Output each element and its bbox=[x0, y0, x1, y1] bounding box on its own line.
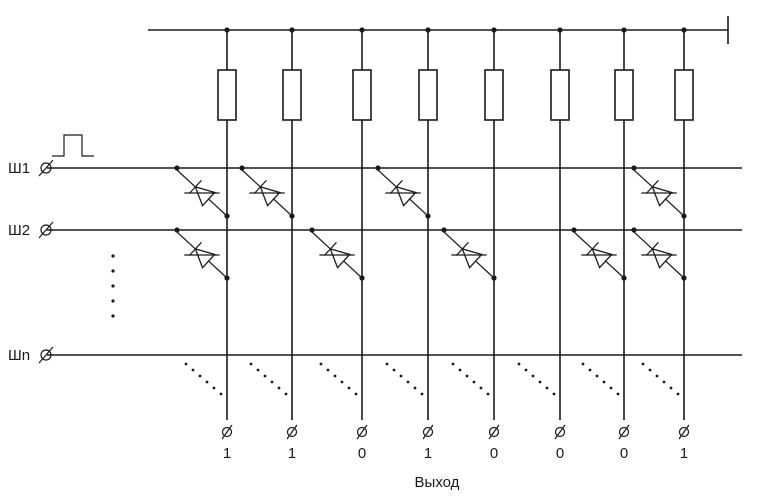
diode-triangle-icon bbox=[591, 247, 613, 269]
diode-triangle-icon bbox=[329, 247, 351, 269]
resistor bbox=[352, 69, 372, 121]
bus-junction bbox=[571, 227, 577, 233]
output-terminal-icon bbox=[221, 426, 233, 438]
column-ellipsis bbox=[249, 362, 288, 396]
address-buses bbox=[38, 159, 742, 364]
column-ellipsis bbox=[184, 362, 223, 396]
column-ellipsis bbox=[385, 362, 424, 396]
bus-junction bbox=[631, 227, 637, 233]
diode-bar bbox=[645, 241, 659, 256]
output-value: 0 bbox=[358, 445, 366, 462]
output-columns bbox=[217, 27, 694, 440]
output-terminal-icon bbox=[554, 426, 566, 438]
column-ellipsis bbox=[517, 362, 556, 396]
output-value: 1 bbox=[680, 445, 688, 462]
output-terminal-slash bbox=[422, 424, 434, 440]
bus-label-1: Ш1 bbox=[8, 160, 30, 177]
diode bbox=[239, 165, 295, 219]
diode-triangle-icon bbox=[259, 185, 281, 207]
resistor bbox=[282, 69, 302, 121]
output-terminal-icon bbox=[488, 426, 500, 438]
output-terminal-icon bbox=[422, 426, 434, 438]
pulse-icon bbox=[52, 134, 94, 157]
resistor bbox=[674, 69, 694, 121]
diode bbox=[174, 165, 230, 219]
output-values: 1 1 0 1 0 0 0 1 bbox=[223, 445, 688, 462]
bus-terminal-icon bbox=[38, 346, 54, 364]
output-column bbox=[550, 27, 570, 440]
output-value: 1 bbox=[223, 445, 231, 462]
column-ellipses bbox=[184, 362, 680, 396]
output-value: 0 bbox=[490, 445, 498, 462]
output-value: 1 bbox=[288, 445, 296, 462]
resistor bbox=[614, 69, 634, 121]
diode bbox=[375, 165, 431, 219]
diode bbox=[631, 227, 687, 281]
output-terminal-slash bbox=[554, 424, 566, 440]
output-terminal-icon bbox=[286, 426, 298, 438]
resistor bbox=[550, 69, 570, 121]
diode-triangle-icon bbox=[194, 185, 216, 207]
diode-matrix bbox=[174, 165, 687, 281]
output-terminal-slash bbox=[678, 424, 690, 440]
bus-junction bbox=[441, 227, 447, 233]
bus-label-2: Ш2 bbox=[8, 222, 30, 239]
diode bbox=[174, 227, 230, 281]
output-column bbox=[282, 27, 302, 440]
bus-junction bbox=[174, 165, 180, 171]
diode-triangle-icon bbox=[651, 247, 673, 269]
diode bbox=[631, 165, 687, 219]
bus-junction bbox=[239, 165, 245, 171]
column-ellipsis bbox=[319, 362, 358, 396]
output-column bbox=[217, 27, 237, 440]
output-column bbox=[614, 27, 634, 440]
diode bbox=[571, 227, 627, 281]
output-terminal-icon bbox=[678, 426, 690, 438]
output-value: 0 bbox=[620, 445, 628, 462]
resistor bbox=[484, 69, 504, 121]
output-terminal-icon bbox=[356, 426, 368, 438]
resistor bbox=[217, 69, 237, 121]
diode-bar bbox=[253, 179, 267, 194]
column-ellipsis bbox=[451, 362, 490, 396]
output-terminal-slash bbox=[488, 424, 500, 440]
bus-junction bbox=[309, 227, 315, 233]
diode-triangle-icon bbox=[651, 185, 673, 207]
column-ellipsis bbox=[581, 362, 620, 396]
bus-junction bbox=[174, 227, 180, 233]
diode-triangle-icon bbox=[461, 247, 483, 269]
output-value: 0 bbox=[556, 445, 564, 462]
bus-terminal-icon bbox=[38, 159, 54, 177]
diode-bar bbox=[585, 241, 599, 256]
output-value: 1 bbox=[424, 445, 432, 462]
bus-terminal-icon bbox=[38, 221, 54, 239]
output-label: Выход bbox=[415, 474, 460, 491]
column-ellipsis bbox=[641, 362, 680, 396]
diode-triangle-icon bbox=[194, 247, 216, 269]
diode bbox=[441, 227, 497, 281]
diode bbox=[309, 227, 365, 281]
diode-bar bbox=[389, 179, 403, 194]
diode-triangle-icon bbox=[395, 185, 417, 207]
output-terminal-slash bbox=[221, 424, 233, 440]
diode-bar bbox=[188, 241, 202, 256]
resistor bbox=[418, 69, 438, 121]
diode-bar bbox=[323, 241, 337, 256]
output-terminal-icon bbox=[618, 426, 630, 438]
output-terminal-slash bbox=[356, 424, 368, 440]
bus-junction bbox=[375, 165, 381, 171]
output-column bbox=[484, 27, 504, 440]
output-column bbox=[674, 27, 694, 440]
diode-bar bbox=[188, 179, 202, 194]
bus-label-n: Шn bbox=[8, 347, 30, 364]
diode-bar bbox=[455, 241, 469, 256]
output-column bbox=[352, 27, 372, 440]
output-column bbox=[418, 27, 438, 440]
diode-bar bbox=[645, 179, 659, 194]
bus-ellipsis bbox=[111, 254, 115, 318]
output-terminal-slash bbox=[618, 424, 630, 440]
bus-junction bbox=[631, 165, 637, 171]
output-terminal-slash bbox=[286, 424, 298, 440]
